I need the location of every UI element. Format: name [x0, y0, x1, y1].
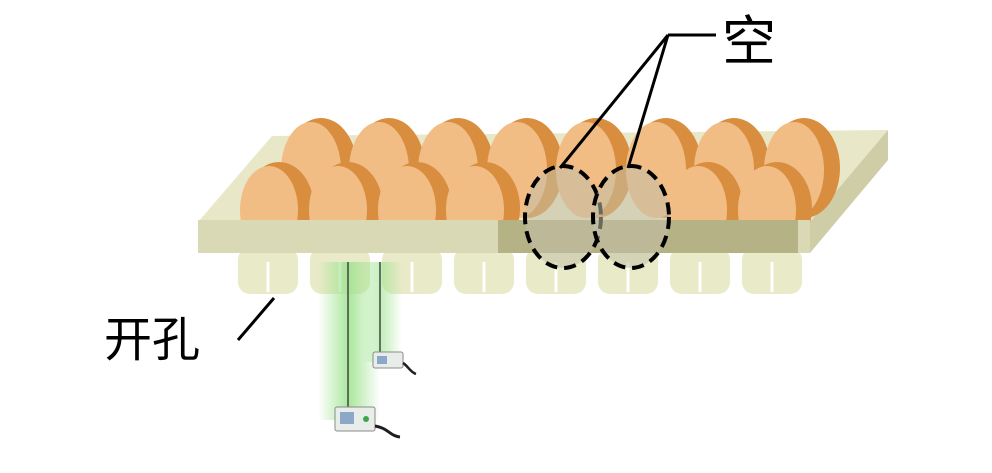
empty-label: 空 [722, 10, 776, 73]
tray-front-face [198, 220, 498, 253]
empty-slot-marker-1 [523, 164, 603, 270]
tray-front-face-end [798, 220, 810, 253]
empty-callout-lines [558, 33, 716, 169]
light-beam-right [362, 262, 402, 362]
empty-slot-marker-2 [591, 164, 671, 270]
hole-label: 开孔 [104, 312, 201, 368]
tray-side-face [810, 130, 888, 253]
photoelectric-sensor-icon [372, 351, 417, 376]
hole-callout-line [236, 297, 276, 341]
photoelectric-sensor-icon [334, 406, 401, 439]
